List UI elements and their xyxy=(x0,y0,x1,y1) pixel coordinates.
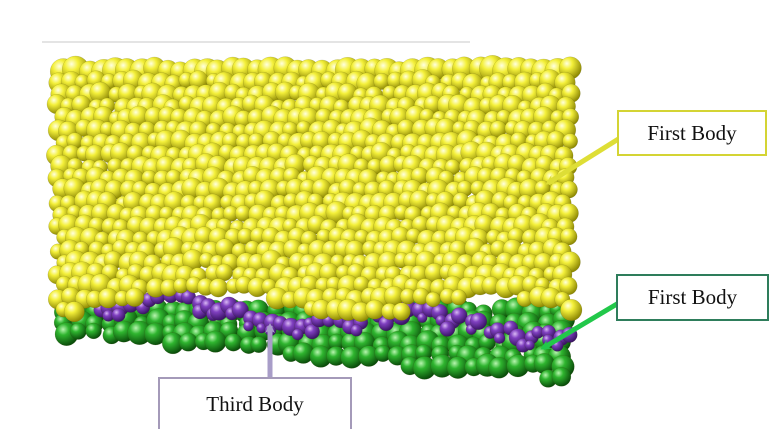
green-particle xyxy=(70,323,87,340)
green-particle xyxy=(86,323,102,339)
first-body-top-particles xyxy=(46,55,582,322)
green-particle xyxy=(251,337,267,353)
yellow-particle xyxy=(125,288,144,307)
green-particle xyxy=(552,367,571,386)
purple-particle xyxy=(112,308,126,322)
purple-particle xyxy=(525,340,535,350)
yellow-particle xyxy=(451,290,467,306)
yellow-particle xyxy=(560,299,582,321)
green-particle xyxy=(205,331,227,353)
purple-particle xyxy=(351,325,363,337)
yellow-particle xyxy=(426,292,441,307)
first-body-bottom-label: First Body xyxy=(616,274,769,321)
purple-particle xyxy=(292,329,303,340)
purple-particle xyxy=(440,321,455,336)
green-particle xyxy=(179,333,197,351)
purple-particle xyxy=(494,333,505,344)
purple-particle xyxy=(243,321,253,331)
yellow-particle xyxy=(393,303,411,321)
yellow-particle xyxy=(64,302,84,322)
purple-particle xyxy=(470,313,487,330)
first-body-top-label: First Body xyxy=(617,110,767,156)
yellow-particle xyxy=(209,279,228,298)
third-body-label: Third Body xyxy=(158,377,352,429)
green-particle xyxy=(225,334,243,352)
green-particle xyxy=(488,357,509,378)
